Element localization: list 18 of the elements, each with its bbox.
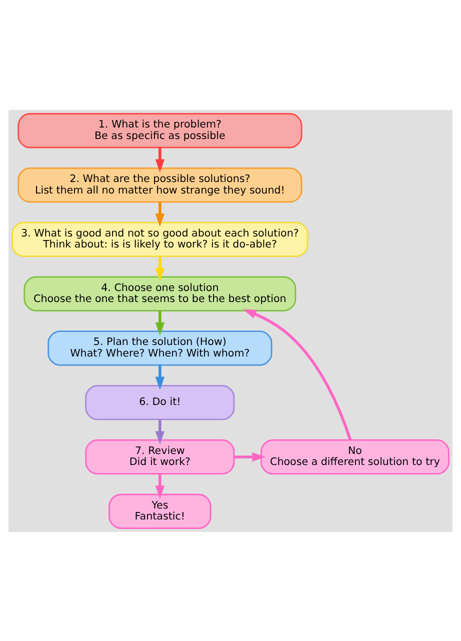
arrow	[155, 364, 165, 390]
node-box: 7. Review Did it work?	[85, 438, 235, 474]
node-box: Yes Fantastic!	[108, 493, 212, 528]
node-box: 2. What are the possible solutions? List them all no matter how strange they sound!	[18, 166, 302, 202]
arrow	[243, 308, 352, 440]
arrow	[155, 473, 165, 498]
arrow	[155, 419, 165, 444]
arrow	[155, 256, 165, 281]
arrow	[155, 310, 165, 336]
node-box: No Choose a different solution to try	[260, 438, 450, 474]
arrow	[155, 202, 165, 226]
node-box: 6. Do it!	[85, 384, 235, 420]
node-box: 4. Choose one solution Choose the one that seems to be the best option	[24, 276, 296, 311]
node-box: 5. Plan the solution (How) What? Where? When? With whom?	[48, 330, 272, 366]
node-box: 3. What is good and not so good about each solution? Think about: is is likely to work? is it do-able?	[12, 221, 308, 256]
arrow	[155, 147, 165, 172]
node-box: 1. What is the problem? Be as specific as possible	[18, 112, 302, 148]
arrow	[234, 452, 266, 462]
